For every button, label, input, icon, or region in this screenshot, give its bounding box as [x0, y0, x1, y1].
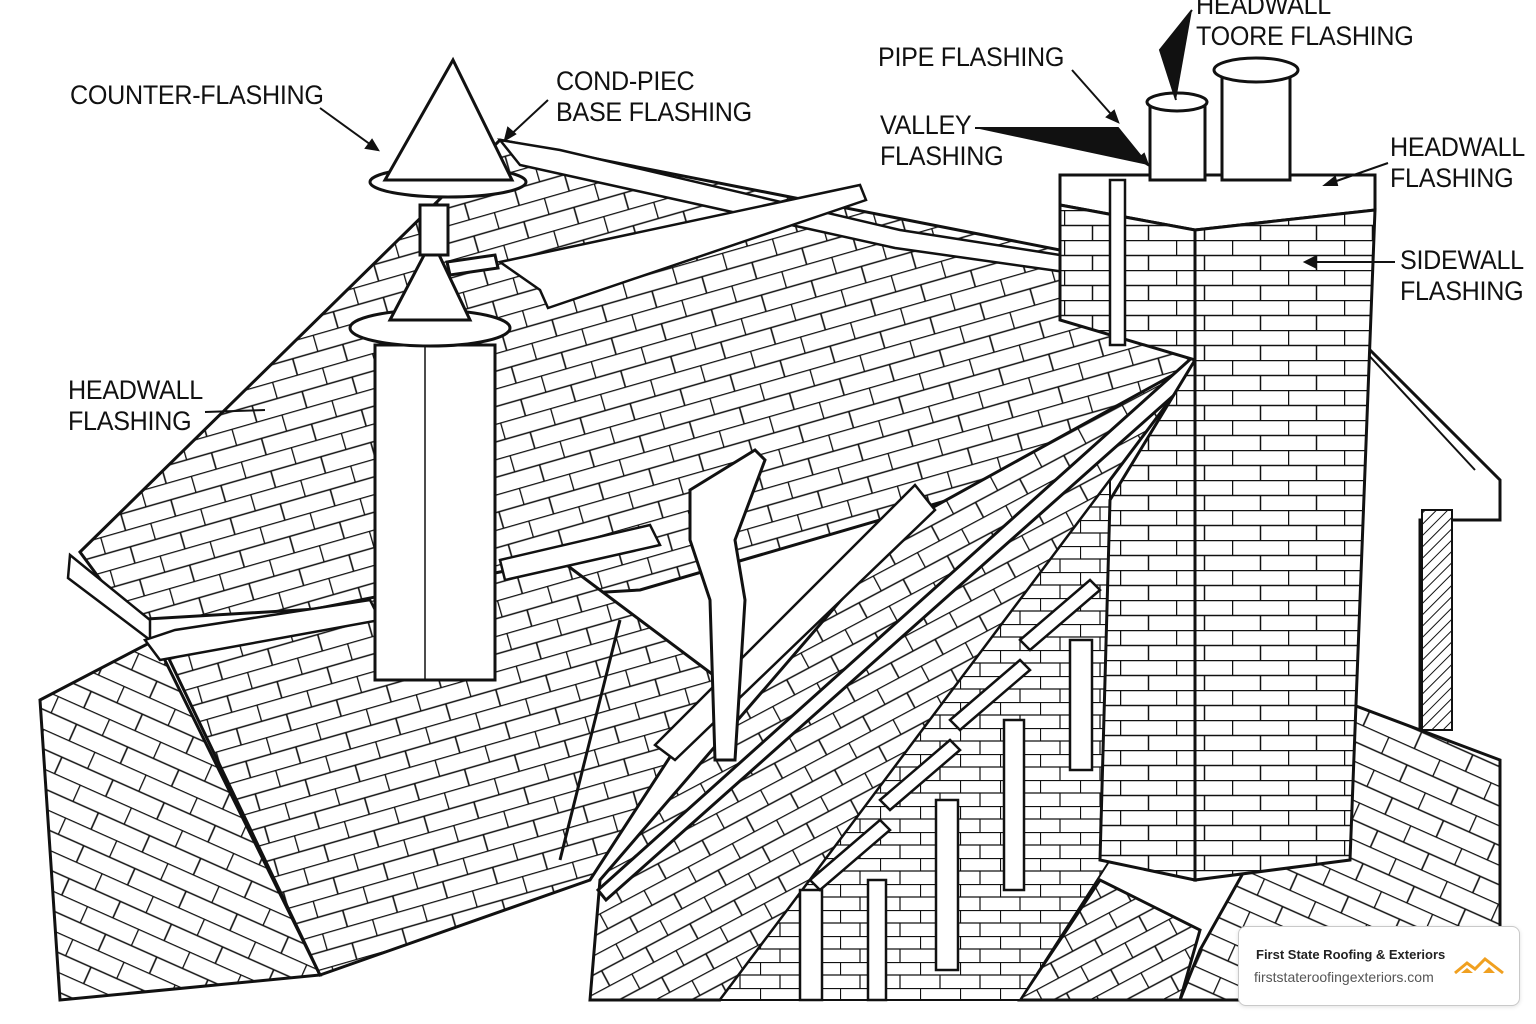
roof-logo-icon — [1454, 957, 1504, 975]
pipe-flashing-label: PIPE FLASHING — [878, 42, 1064, 73]
sidewall-line1: SIDEWALL — [1400, 245, 1524, 275]
brand-name: First State Roofing & Exteriors — [1256, 947, 1446, 962]
valley-flashing-label: VALLEY FLASHING — [880, 110, 1004, 172]
headwall-right-line1: HEADWALL — [1390, 132, 1525, 162]
brand-badge[interactable]: First State Roofing & Exteriors firststa… — [1238, 926, 1520, 1006]
headwall-toore-line1: HEADWALL — [1196, 0, 1331, 20]
headwall-flashing-left-label: HEADWALL FLASHING — [68, 375, 203, 437]
headwall-flashing-right-label: HEADWALL FLASHING — [1390, 132, 1525, 194]
cond-piec-line1: COND-PIEC — [556, 66, 695, 96]
headwall-left-line1: HEADWALL — [68, 375, 203, 405]
counter-flashing-text: COUNTER-FLASHING — [70, 80, 324, 110]
pipe-flashing-text: PIPE FLASHING — [878, 42, 1065, 72]
cond-piec-label: COND-PIEC BASE FLASHING — [556, 66, 752, 128]
chimney — [1058, 56, 1377, 882]
metal-flashing-strip — [496, 183, 868, 310]
ridge-cap-center — [498, 523, 662, 582]
bottom-right-roof — [1017, 878, 1202, 1002]
valley-line1: VALLEY — [880, 110, 972, 140]
cond-piec-line2: BASE FLASHING — [556, 97, 752, 127]
sidewall-line2: FLASHING — [1400, 276, 1524, 306]
headwall-toore-label: HEADWALL TOORE FLASHING — [1196, 0, 1414, 52]
counter-flashing-label: COUNTER-FLASHING — [70, 80, 324, 111]
pointer-lines — [204, 9, 1395, 413]
headwall-left-line2: FLASHING — [68, 406, 192, 436]
sidewall-flashing-label: SIDEWALL FLASHING — [1400, 245, 1524, 307]
headwall-toore-line2: TOORE FLASHING — [1196, 21, 1414, 51]
headwall-right-line2: FLASHING — [1390, 163, 1514, 193]
vent-stack — [348, 56, 528, 682]
valley-line2: FLASHING — [880, 141, 1004, 171]
antenna — [688, 448, 767, 762]
rafter-tails — [798, 578, 1102, 1002]
brand-url[interactable]: firststateroofingexteriors.com — [1254, 969, 1434, 985]
